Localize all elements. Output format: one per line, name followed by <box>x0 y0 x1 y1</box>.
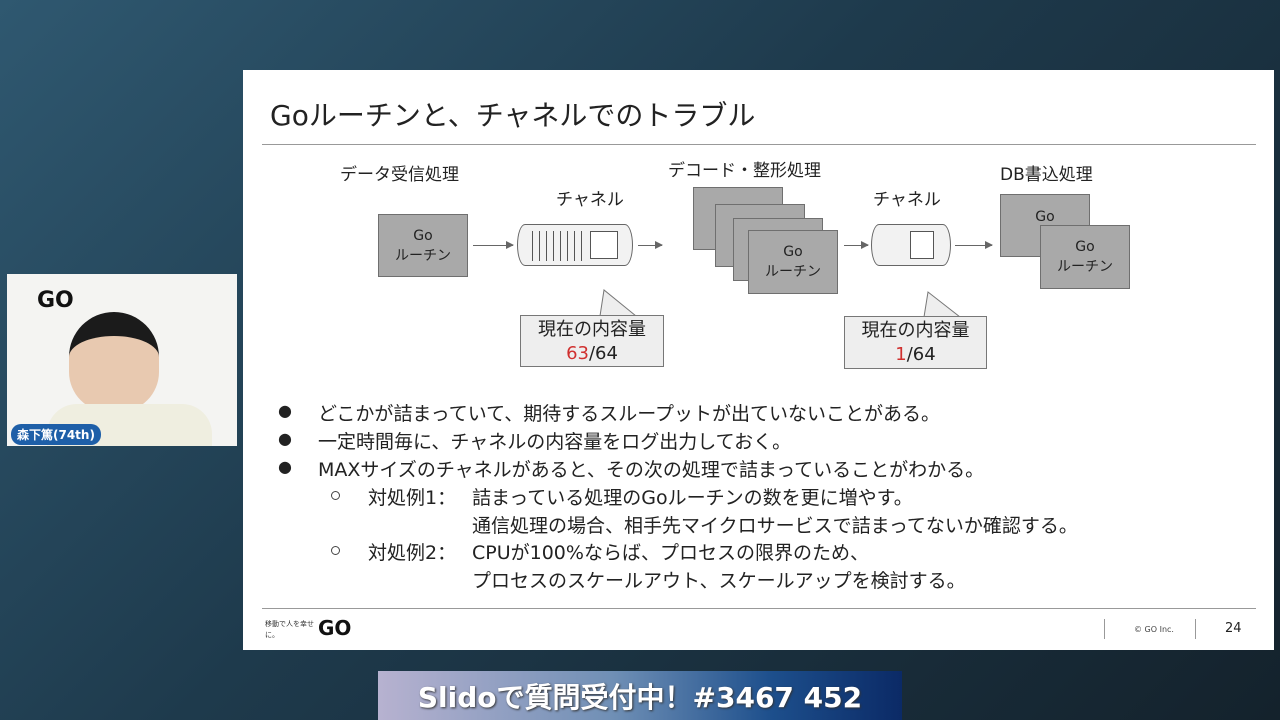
bullet: 一定時間毎に、チャネルの内容量をログ出力しておく。 <box>318 431 792 453</box>
footer-separator <box>1104 619 1105 639</box>
footer-separator <box>1195 619 1196 639</box>
callout-channel1: 現在の内容量 63/64 <box>520 315 664 367</box>
slido-banner-text: Slidoで質問受付中！#3467 452 <box>417 680 863 714</box>
go-logo: GO <box>37 288 74 313</box>
box-text: Go <box>783 244 803 260</box>
box-text: ルーチン <box>395 247 451 264</box>
box-text: Go <box>413 227 433 244</box>
callout-capacity: /64 <box>588 343 618 364</box>
sub-bullet-label: 対処例2： <box>368 542 457 564</box>
footer-tagline: 移動で人を幸せに。 <box>265 620 314 639</box>
title-divider <box>262 144 1256 145</box>
arrow <box>844 241 869 249</box>
callout-current: 63 <box>566 343 589 364</box>
sub-bullet-line: プロセスのスケールアウト、スケールアップを検討する。 <box>472 570 966 592</box>
callout-current: 1 <box>895 344 907 365</box>
callout-capacity: /64 <box>906 344 936 365</box>
channel1-label: チャネル <box>556 190 624 210</box>
sub-bullet-line: 詰まっている処理のGoルーチンの数を更に増やす。 <box>472 487 913 509</box>
bullet-dot: ● <box>278 401 292 420</box>
sub-bullet-line: 通信処理の場合、相手先マイクロサービスで詰まってないか確認する。 <box>472 515 1078 537</box>
footer-go-logo: GO <box>318 616 352 640</box>
participant-name-tag: 森下篤(74th) <box>11 424 101 445</box>
message-icon <box>910 231 934 259</box>
box-text: ルーチン <box>1057 259 1113 275</box>
callout-label: 現在の内容量 <box>861 320 970 341</box>
page-number: 24 <box>1225 621 1242 636</box>
goroutine-box: Go ルーチン <box>378 214 468 277</box>
arrow <box>638 241 663 249</box>
sub-bullet-circle <box>331 491 340 500</box>
sub-bullet-label: 対処例1： <box>368 487 457 509</box>
stage-decode-label: デコード・整形処理 <box>668 161 821 181</box>
slido-banner: Slidoで質問受付中！#3467 452 <box>378 671 902 720</box>
stage-receive-label: データ受信処理 <box>340 165 459 185</box>
bullet: どこかが詰まっていて、期待するスループットが出ていないことがある。 <box>318 403 941 425</box>
goroutine-box: Go ルーチン <box>1040 225 1130 289</box>
message-icon <box>590 231 618 259</box>
slide <box>243 70 1274 650</box>
stage-db-label: DB書込処理 <box>1000 165 1093 185</box>
box-text: Go <box>1075 239 1095 255</box>
footer-divider <box>262 608 1256 609</box>
participant-video: GO 森下篤(74th) <box>7 274 237 446</box>
callout1-pointer <box>599 289 638 317</box>
sub-bullet-line: CPUが100%ならば、プロセスの限界のため、 <box>472 542 869 564</box>
slide-title: Goルーチンと、チャネルでのトラブル <box>270 99 756 132</box>
box-text: Go <box>1035 209 1055 225</box>
channel2-label: チャネル <box>873 190 941 210</box>
bullet-dot: ● <box>278 429 292 448</box>
bullet-dot: ● <box>278 457 292 476</box>
callout2-pointer <box>923 291 962 318</box>
bullet: MAXサイズのチャネルがあると、その次の処理で詰まっていることがわかる。 <box>318 459 985 481</box>
sub-bullet-circle <box>331 546 340 555</box>
arrow <box>955 241 993 249</box>
copyright: © GO Inc. <box>1134 625 1174 634</box>
goroutine-box: Go ルーチン <box>748 230 838 294</box>
callout-channel2: 現在の内容量 1/64 <box>844 316 987 369</box>
callout-label: 現在の内容量 <box>538 319 646 340</box>
box-text: ルーチン <box>765 264 821 280</box>
arrow <box>473 241 514 249</box>
